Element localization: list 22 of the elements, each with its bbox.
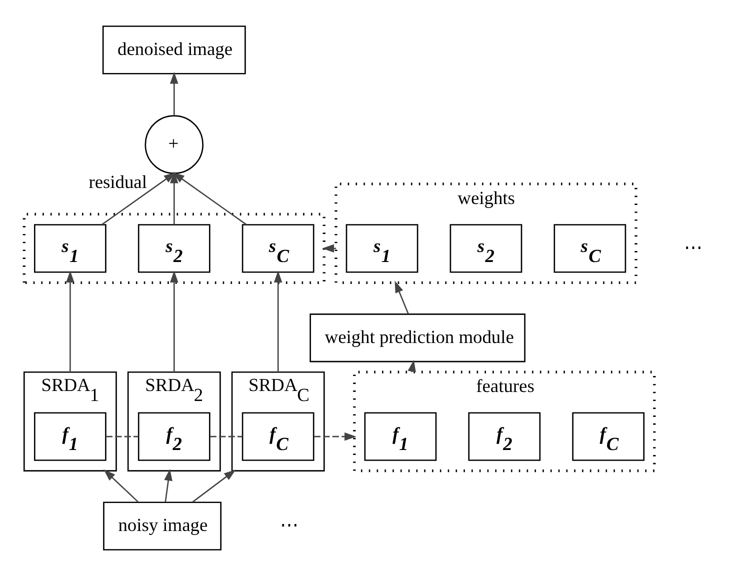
connector (210, 435, 242, 437)
arrow (66, 270, 74, 372)
arrow (104, 468, 139, 502)
label: ⋯ (280, 514, 298, 534)
arrow (102, 172, 176, 225)
arrow (394, 280, 409, 314)
arrow (192, 469, 236, 502)
arrow (172, 172, 247, 225)
arrow (164, 468, 172, 502)
arrow (170, 71, 178, 116)
node-box: noisy image (103, 501, 222, 550)
node-circle: + (144, 114, 204, 174)
node-box: denoised image (102, 25, 246, 74)
arrow (314, 432, 356, 440)
connector (106, 435, 138, 437)
node-box: weight prediction module (310, 313, 526, 362)
arrow (170, 170, 178, 224)
arrow (170, 270, 178, 372)
node-label: residual (88, 172, 147, 192)
arrow (274, 270, 282, 372)
label: ⋯ (684, 236, 702, 257)
arrow (322, 244, 336, 252)
